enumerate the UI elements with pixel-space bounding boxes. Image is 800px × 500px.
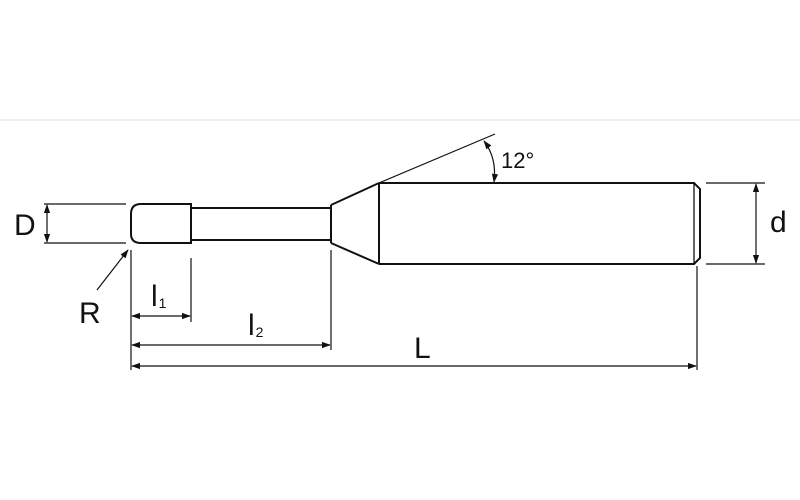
- tool-outline: [130, 182, 701, 265]
- l2-dimension: l2: [131, 309, 331, 349]
- R-leader-line: [96, 249, 129, 291]
- l1-label: l1: [151, 280, 167, 313]
- l1-dimension: l1: [131, 280, 191, 320]
- R-label: R: [79, 297, 101, 330]
- d-label: d: [770, 206, 787, 239]
- cutting-head: [130, 203, 192, 244]
- angle-arc: [483, 140, 499, 183]
- l2-label: l2: [248, 309, 264, 342]
- D-label: D: [14, 209, 36, 242]
- l2-main: l: [248, 309, 255, 342]
- l2-subscript: 2: [256, 324, 264, 340]
- angle-extension-line: [378, 133, 496, 184]
- l1-subscript: 1: [159, 295, 167, 311]
- length-extension-lines: [130, 250, 698, 370]
- angle-label: 12°: [501, 148, 534, 173]
- taper: [330, 182, 380, 265]
- angle-dimension: 12°: [378, 133, 534, 184]
- overall-length-dimension: L: [131, 332, 697, 370]
- shank: [379, 182, 701, 265]
- corner-radius-leader: R: [79, 249, 129, 330]
- L-label: L: [414, 332, 431, 365]
- l1-main: l: [151, 280, 158, 313]
- head-diameter-dimension: D: [14, 203, 126, 244]
- neck: [191, 205, 332, 243]
- shank-diameter-dimension: d: [706, 182, 787, 265]
